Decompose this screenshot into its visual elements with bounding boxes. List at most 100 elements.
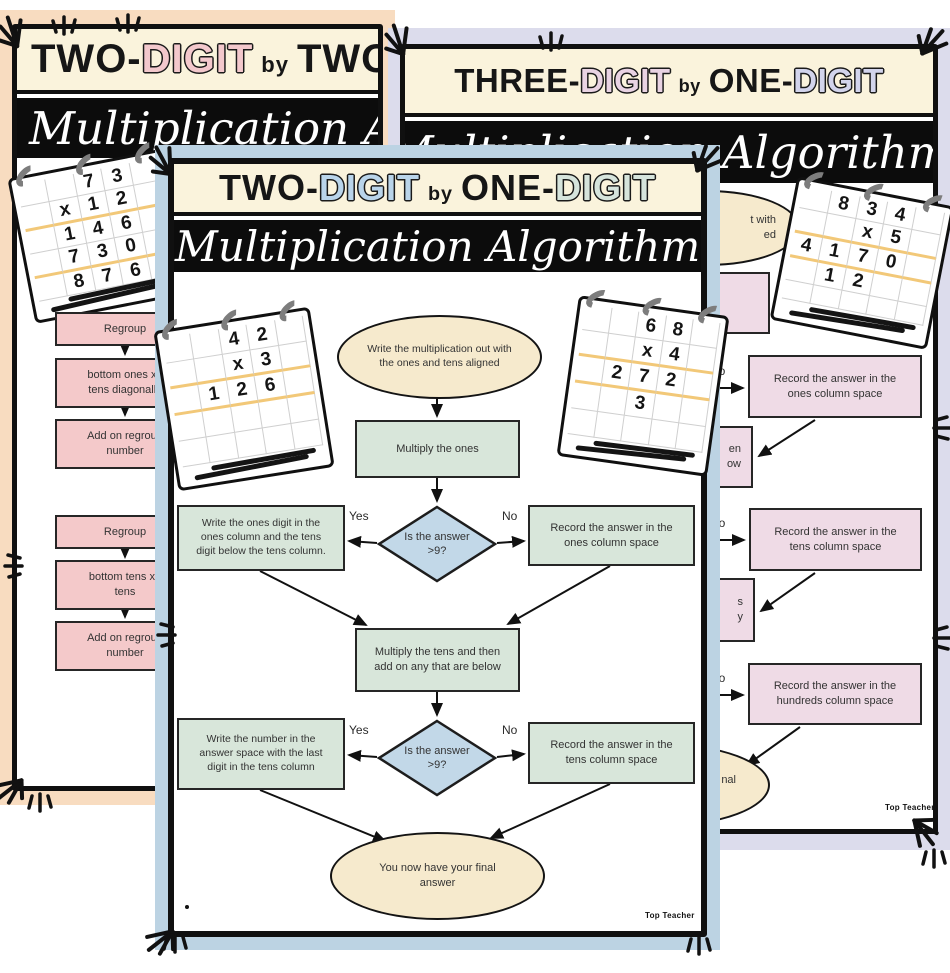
corner-burst-icon <box>691 144 724 173</box>
title-segment: TWO- <box>218 167 319 208</box>
sketch-marks-icon <box>686 935 712 956</box>
no-label-2: No <box>502 723 518 737</box>
corner-burst-icon <box>912 817 939 848</box>
grid-cell <box>781 279 814 304</box>
title-segment: DIGIT <box>141 37 254 81</box>
title-segment: by <box>261 52 289 77</box>
grid-cell: 3 <box>625 389 656 420</box>
title-band: TWO-DIGITbyTWO <box>17 29 378 94</box>
corner-burst-icon <box>148 145 173 176</box>
grid-cell <box>838 290 871 315</box>
sketch-marks-icon <box>51 15 77 36</box>
grid-cell: x <box>632 337 663 368</box>
decision-diamond-1: Is the answer >9? <box>376 505 498 583</box>
sketch-marks-icon <box>27 792 53 813</box>
grid-cell: 4 <box>659 341 690 372</box>
grid-cell <box>594 411 626 442</box>
corner-burst-icon <box>0 15 23 49</box>
decision-1-text: Is the answer >9? <box>404 530 470 557</box>
grid-cell: 6 <box>636 311 667 342</box>
title-segment: TWO- <box>31 37 142 81</box>
grid-cell <box>810 285 842 310</box>
step-write-ones-digit: Write the ones digit in the ones column … <box>177 505 345 571</box>
grid-cell <box>35 273 68 302</box>
corner-burst-icon <box>0 778 25 805</box>
grid-cell <box>262 423 296 455</box>
grid-cell <box>686 345 717 376</box>
title-segment: DIGIT <box>555 167 657 208</box>
title-segment: DIGIT <box>318 167 420 208</box>
grid-cell <box>291 419 324 450</box>
grid-cell: 2 <box>601 359 633 390</box>
title-segment: by <box>678 76 701 96</box>
poster-subtitle: Multiplication Algorithm <box>174 221 701 271</box>
decision-diamond-2: Is the answer >9? <box>376 719 498 797</box>
sketch-marks-icon <box>115 13 141 34</box>
grid-cell <box>598 385 629 416</box>
grid-cell <box>621 415 653 446</box>
step-multiply-tens: Multiply the tens and then add on any th… <box>355 628 520 692</box>
step-multiply-ones: Multiply the ones <box>355 420 520 478</box>
title-segment: DIGIT <box>580 62 671 99</box>
yes-label-2: Yes <box>349 723 369 737</box>
grid-cell <box>206 432 240 463</box>
grid-cell <box>652 393 683 424</box>
sketch-marks-icon <box>932 625 950 651</box>
top-teacher-logo: Top Teacher <box>885 803 935 812</box>
step-write-number-answer-space: Write the number in the answer space wit… <box>177 718 345 790</box>
sketch-marks-icon <box>921 848 947 869</box>
sketch-marks-icon <box>3 553 24 579</box>
grid-cell <box>682 371 714 402</box>
end-oval: You now have your final answer <box>330 832 545 920</box>
step-record-ones: Record the answer in the ones column spa… <box>528 505 695 566</box>
grid-cell <box>605 333 637 364</box>
title-segment: THREE- <box>454 62 581 99</box>
ink-dot <box>185 905 189 909</box>
poster-title: TWO-DIGITbyTWO <box>31 37 378 82</box>
grid-cell <box>689 319 721 350</box>
decision-2-text: Is the answer >9? <box>404 744 470 771</box>
step-record-tens: Record the answer in the tens column spa… <box>749 508 922 571</box>
grid-cell: 8 <box>662 315 694 346</box>
top-teacher-logo: Top Teacher <box>645 911 695 920</box>
sketch-marks-icon <box>932 415 950 441</box>
grid-cell <box>178 437 211 468</box>
grid-cell <box>675 423 706 453</box>
title-segment: by <box>427 183 454 205</box>
sketch-marks-icon <box>156 622 177 648</box>
step-record-tens: Record the answer in the tens column spa… <box>528 722 695 784</box>
grid-cell <box>609 308 640 338</box>
grid-cell <box>578 330 610 360</box>
corner-burst-icon <box>916 27 949 56</box>
step-record-hundreds: Record the answer in the hundreds column… <box>748 663 922 725</box>
corner-burst-icon <box>384 23 409 57</box>
grid-cell <box>234 428 268 459</box>
grid-cell <box>574 356 606 386</box>
grid-cell <box>567 408 599 438</box>
title-segment: ONE- <box>708 62 794 99</box>
start-oval: Write the multiplication out with the on… <box>337 315 542 399</box>
title-segment: DIGIT <box>793 62 884 99</box>
grid-cell: 7 <box>628 363 660 394</box>
step-record-ones: Record the answer in the ones column spa… <box>748 355 922 418</box>
title-segment: ONE- <box>461 167 556 208</box>
grid-cell: 2 <box>655 367 687 398</box>
grid-cell <box>571 382 602 412</box>
no-label-1: No <box>502 509 518 523</box>
grid-cell <box>582 304 613 334</box>
desk-background: { "brand": "Top Teacher", "posters": { "… <box>0 10 950 956</box>
grid-cell <box>678 397 710 427</box>
subtitle-band: Multiplication Algorithm <box>174 220 701 272</box>
sketch-marks-icon <box>538 31 564 52</box>
yes-label-1: Yes <box>349 509 369 523</box>
